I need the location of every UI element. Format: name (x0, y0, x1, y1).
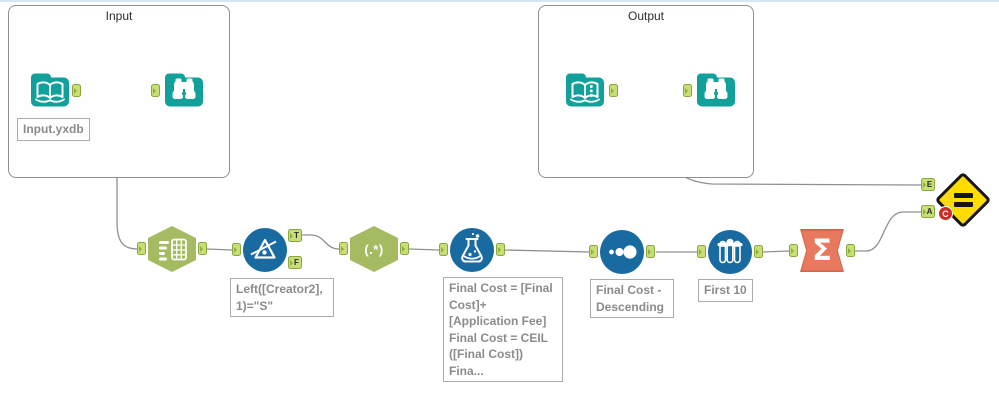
filter-funnel-icon (250, 238, 277, 259)
output-anchor[interactable] (400, 242, 409, 255)
input-data-label: Input.yxdb (17, 118, 90, 141)
sample-annotation: First 10 (698, 279, 753, 302)
input-data-tool[interactable] (28, 70, 72, 115)
input-anchor[interactable] (339, 242, 348, 255)
sort-dots-icon (609, 245, 637, 259)
formula-tool[interactable] (450, 228, 494, 272)
output-anchor[interactable] (198, 242, 207, 255)
output-anchor[interactable] (496, 243, 505, 256)
input-anchor[interactable] (589, 245, 598, 258)
binoculars-icon (697, 73, 735, 107)
formula-annotation: Final Cost = [Final Cost]+ [Application … (443, 277, 563, 383)
input-anchor[interactable] (151, 84, 160, 97)
crew-macro-badge: C (938, 206, 953, 221)
regex-icon: (.*) (364, 241, 384, 257)
open-book-icon (31, 73, 69, 107)
text-to-columns-tool[interactable] (148, 226, 196, 272)
output-anchor[interactable] (609, 84, 618, 97)
expected-input-anchor[interactable]: E (921, 178, 935, 191)
actual-input-anchor[interactable]: A (921, 205, 935, 218)
sort-tool[interactable] (600, 230, 644, 274)
regex-tool[interactable]: (.*) (350, 226, 398, 272)
container-input-title: Input (105, 9, 133, 23)
text-to-columns-icon (159, 238, 187, 261)
filter-annotation: Left([Creator2], 1)="S" (230, 278, 334, 318)
summarize-tool[interactable]: Σ (800, 229, 844, 272)
flask-icon (461, 232, 483, 263)
container-output-title: Output (627, 9, 665, 23)
input-data-tool[interactable] (563, 70, 607, 115)
output-anchor[interactable] (846, 244, 855, 257)
input-anchor[interactable] (137, 242, 146, 255)
sigma-icon: Σ (812, 233, 832, 267)
sample-tool[interactable] (708, 230, 752, 274)
binoculars-icon (165, 73, 203, 107)
window-edge-strip (0, 0, 999, 2)
input-anchor[interactable] (683, 84, 692, 97)
input-anchor[interactable] (232, 243, 241, 256)
input-anchor[interactable] (697, 245, 706, 258)
connection-line[interactable] (408, 248, 440, 251)
connection-line[interactable] (762, 250, 790, 253)
connection-line[interactable] (855, 211, 922, 252)
output-anchor[interactable] (646, 245, 655, 258)
filter-tool[interactable] (243, 228, 287, 272)
connection-line[interactable] (504, 249, 590, 253)
connection-line[interactable] (301, 234, 340, 250)
false-output-anchor[interactable]: F (288, 256, 302, 269)
open-book-dots-icon (566, 73, 604, 107)
test-tubes-icon (717, 238, 743, 264)
connection-line[interactable] (206, 248, 233, 251)
sort-annotation: Final Cost - Descending (590, 279, 674, 319)
browse-tool[interactable] (162, 70, 206, 115)
input-anchor[interactable] (789, 244, 798, 257)
output-anchor[interactable] (72, 84, 81, 97)
browse-tool[interactable] (694, 70, 738, 115)
output-anchor[interactable] (754, 245, 763, 258)
input-anchor[interactable] (439, 243, 448, 256)
true-output-anchor[interactable]: T (288, 229, 302, 242)
